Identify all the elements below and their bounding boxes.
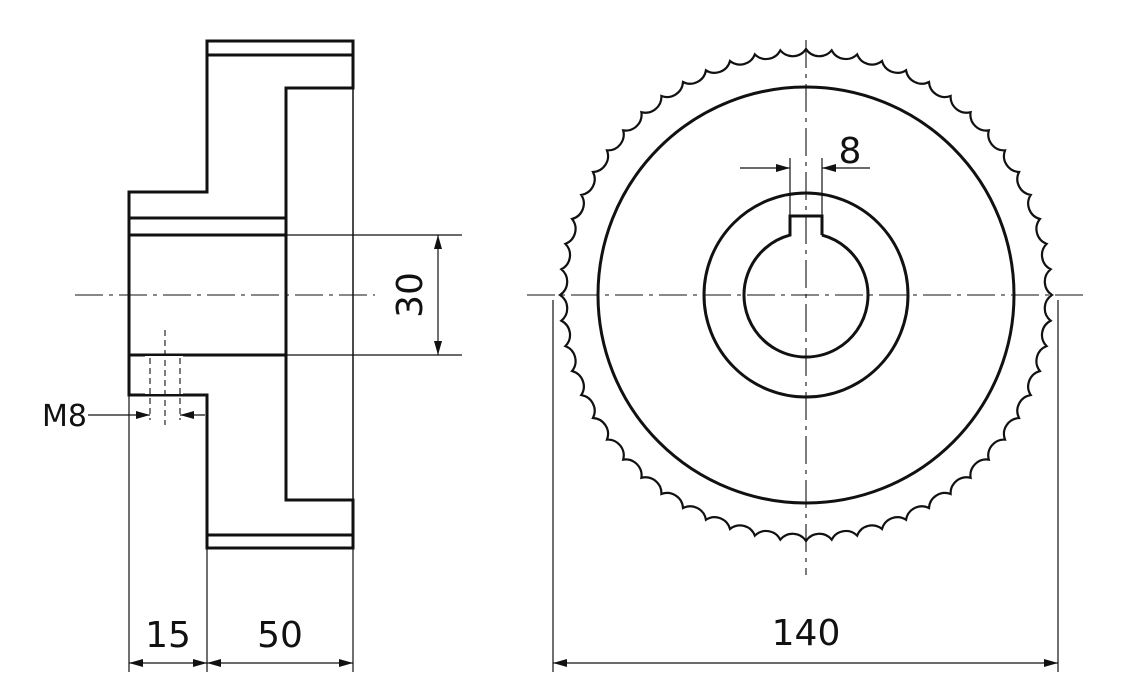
bore-with-keyway	[742, 214, 870, 359]
thread-label: M8	[42, 399, 87, 434]
top-tooth-band	[205, 39, 355, 57]
flange-width-dimension: 50	[257, 615, 303, 656]
hub-length-dimension: 15	[145, 615, 191, 656]
lower-hatched-section	[127, 353, 355, 537]
front-view: 8 140	[527, 40, 1085, 672]
key-width-dimension: 8	[839, 131, 862, 172]
side-section-view: M8 30 15 50	[42, 39, 462, 672]
bore-dimension: 30	[390, 272, 431, 318]
upper-hatched-section	[127, 53, 355, 220]
sprocket-outline	[557, 46, 1055, 544]
outer-diameter-dimension: 140	[772, 613, 841, 654]
bottom-tooth-band	[205, 533, 355, 550]
